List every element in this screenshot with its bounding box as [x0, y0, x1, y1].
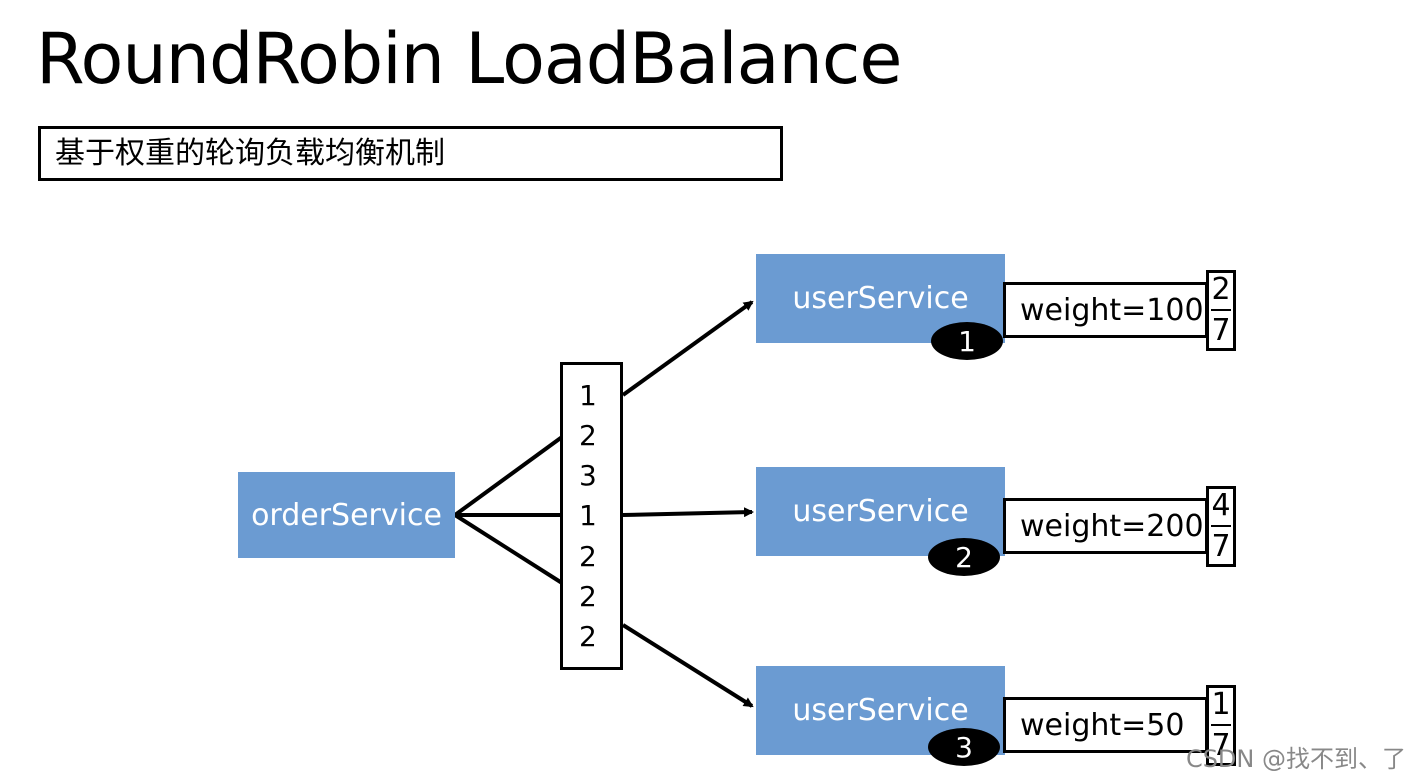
fraction-denominator: 7: [1211, 312, 1231, 348]
arrow-to-user-1: [621, 300, 754, 397]
fraction-bar: [1211, 309, 1231, 312]
fan-line-top: [453, 435, 564, 517]
sequence-item: 2: [579, 418, 597, 452]
arrow-to-user-3: [621, 623, 754, 708]
sequence-item: 2: [579, 539, 597, 573]
sequence-item: 2: [579, 620, 597, 654]
weight-box-3: weight=50: [1003, 697, 1208, 753]
fraction-bar: [1211, 525, 1231, 528]
fraction-numerator: 1: [1211, 687, 1231, 723]
sequence-item: 2: [579, 580, 597, 614]
fraction-box-2: 4 7: [1206, 486, 1236, 567]
fraction-bar: [1211, 724, 1231, 727]
fraction-box-3: 1 7: [1206, 685, 1236, 766]
sequence-item: 3: [579, 459, 597, 493]
fraction-denominator: 7: [1211, 727, 1231, 763]
weight-box-2: weight=200: [1003, 498, 1208, 554]
badge-3: 3: [928, 728, 1000, 766]
fan-line-bottom: [453, 513, 564, 585]
subtitle-box: 基于权重的轮询负载均衡机制: [38, 126, 783, 181]
order-service-node: orderService: [238, 472, 455, 558]
fraction-numerator: 2: [1211, 272, 1231, 308]
arrow-to-user-2: [622, 507, 754, 518]
sequence-box: 1 2 3 1 2 2 2: [560, 362, 623, 670]
weight-box-1: weight=100: [1003, 282, 1208, 338]
fraction-box-1: 2 7: [1206, 270, 1236, 351]
badge-2: 2: [928, 538, 1000, 576]
page-title: RoundRobin LoadBalance: [36, 18, 902, 100]
sequence-item: 1: [579, 499, 597, 533]
sequence-item: 1: [579, 378, 597, 412]
fraction-denominator: 7: [1211, 528, 1231, 564]
user-service-node-2: userService: [756, 467, 1005, 556]
badge-1: 1: [931, 322, 1003, 360]
watermark: CSDN @找不到、了: [1185, 745, 1406, 773]
fraction-numerator: 4: [1211, 488, 1231, 524]
